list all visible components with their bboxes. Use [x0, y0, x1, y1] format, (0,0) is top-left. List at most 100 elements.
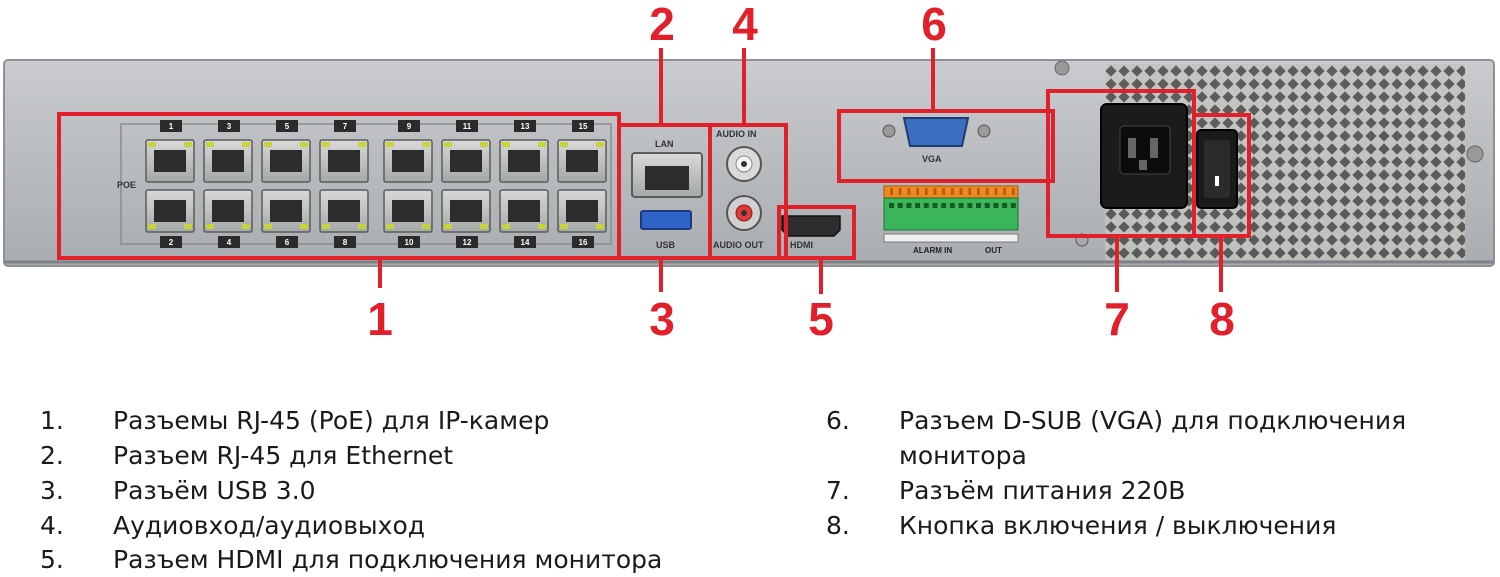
callout-8: 8 [1209, 293, 1235, 345]
port-number: 7 [343, 122, 348, 131]
port-number-tag: 3 [218, 120, 240, 132]
port-number: 13 [521, 122, 530, 131]
poe-port-9[interactable] [383, 139, 433, 183]
poe-port-block [120, 123, 612, 245]
highlight-vga [837, 109, 1055, 183]
legend-text: Разъемы RJ-45 (PoE) для IP-камер [113, 406, 550, 435]
legend-num: 3. [40, 476, 64, 505]
legend-text: Кнопка включения / выключения [899, 511, 1337, 540]
port-number-tag: 16 [572, 236, 594, 248]
terminal-hole [941, 203, 947, 208]
poe-port-12[interactable] [441, 189, 491, 233]
terminal-screw [924, 188, 928, 195]
port-number-tag: 12 [456, 236, 478, 248]
legend-text: Разъем D-SUB (VGA) для подключения [899, 406, 1407, 435]
terminal-hole [915, 203, 921, 208]
terminal-hole [993, 203, 999, 208]
terminal-screw [890, 188, 893, 195]
terminal-hole [984, 203, 990, 208]
port-number: 2 [169, 238, 174, 247]
poe-port-5[interactable] [261, 139, 311, 183]
lan-label: LAN [655, 139, 674, 149]
terminal-screw [1003, 188, 1007, 195]
poe-port-3[interactable] [203, 139, 253, 183]
terminal-screw [942, 188, 946, 195]
port-number-tag: 14 [514, 236, 536, 248]
legend-text: Аудиовход/аудиовыход [113, 511, 426, 540]
port-number-tag: 7 [334, 120, 356, 132]
terminal-hole [949, 203, 955, 208]
legend-num: 5. [40, 545, 64, 574]
alarm-in-label: ALARM IN [913, 246, 952, 255]
terminal-hole [923, 203, 929, 208]
port-number: 3 [227, 122, 232, 131]
callout-4: 4 [732, 0, 758, 50]
screw-icon [1466, 145, 1484, 163]
terminal-hole [889, 203, 894, 208]
poe-port-14[interactable] [499, 189, 549, 233]
legend-num: 1. [40, 406, 64, 435]
terminal-screw [933, 188, 937, 195]
terminal-screw [994, 188, 998, 195]
screw-icon [977, 124, 991, 138]
terminal-hole [958, 203, 964, 208]
terminal-screw [898, 188, 902, 195]
screw-icon [1054, 60, 1070, 76]
legend-num: 4. [40, 511, 64, 540]
poe-port-7[interactable] [319, 139, 369, 183]
audio-out-label: AUDIO OUT [713, 240, 764, 250]
port-number: 8 [343, 238, 348, 247]
callout-2: 2 [649, 0, 675, 50]
port-number: 15 [579, 122, 588, 131]
terminal-screw [985, 188, 989, 195]
poe-port-8[interactable] [319, 189, 369, 233]
port-number: 9 [407, 122, 412, 131]
terminal-hole [906, 203, 912, 208]
port-number-tag: 8 [334, 236, 356, 248]
poe-port-15[interactable] [557, 139, 607, 183]
port-number: 12 [463, 238, 472, 247]
terminal-screw [1011, 188, 1015, 195]
port-number-tag: 6 [276, 236, 298, 248]
poe-port-16[interactable] [557, 189, 607, 233]
port-number: 11 [463, 122, 472, 131]
terminal-screw [968, 188, 972, 195]
poe-port-10[interactable] [383, 189, 433, 233]
terminal-hole [932, 203, 938, 208]
terminal-hole [1010, 203, 1016, 208]
callout-6: 6 [921, 0, 947, 50]
poe-port-13[interactable] [499, 139, 549, 183]
terminal-screw [916, 188, 920, 195]
port-number-tag: 13 [514, 120, 536, 132]
port-number-tag: 11 [456, 120, 478, 132]
terminal-hole [967, 203, 973, 208]
poe-port-1[interactable] [145, 139, 195, 183]
vga-port[interactable] [902, 117, 970, 147]
callout-1: 1 [367, 293, 393, 345]
port-number: 5 [285, 122, 290, 131]
legend-num: 2. [40, 441, 64, 470]
port-number-tag: 2 [160, 236, 182, 248]
legend: 1. Разъемы RJ-45 (PoE) для IP-камер 2. Р… [0, 400, 1500, 577]
port-number: 14 [521, 238, 530, 247]
terminal-screw [950, 188, 954, 195]
poe-port-2[interactable] [145, 189, 195, 233]
port-number-tag: 9 [398, 120, 420, 132]
terminal-screw [977, 188, 980, 195]
poe-port-4[interactable] [203, 189, 253, 233]
port-number-tag: 1 [160, 120, 182, 132]
terminal-hole [1002, 203, 1008, 208]
poe-port-11[interactable] [441, 139, 491, 183]
hdmi-port[interactable] [781, 215, 841, 237]
legend-num: 8. [826, 511, 850, 540]
port-number-tag: 5 [276, 120, 298, 132]
callout-5: 5 [808, 293, 834, 345]
highlight-audio [708, 123, 788, 260]
poe-port-6[interactable] [261, 189, 311, 233]
usb-port[interactable] [640, 210, 692, 230]
screw-icon [882, 124, 896, 138]
port-number: 16 [579, 238, 588, 247]
highlight-hdmi [777, 205, 856, 260]
legend-text: Разъём USB 3.0 [113, 476, 316, 505]
